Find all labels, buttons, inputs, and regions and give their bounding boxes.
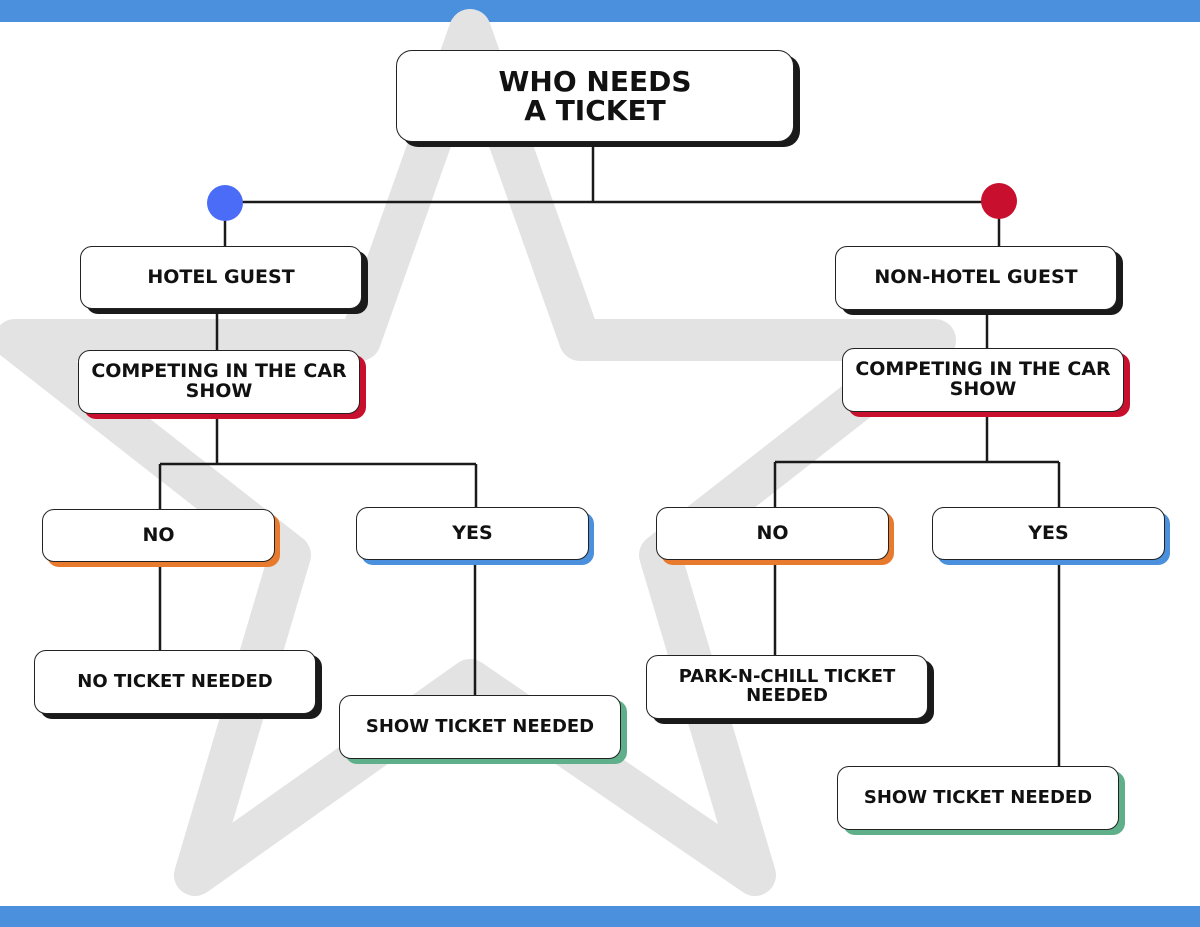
left-competing-node: COMPETING IN THE CAR SHOW: [78, 350, 360, 414]
star-outline: [0, 9, 956, 896]
right-yes-result-node: SHOW TICKET NEEDED: [837, 766, 1119, 830]
non-hotel-guest-node: NON-HOTEL GUEST: [835, 246, 1117, 310]
right-branch-dot: [981, 183, 1017, 219]
left-yes-node: YES: [356, 507, 589, 560]
right-no-result-node: PARK-N-CHILL TICKET NEEDED: [646, 655, 928, 719]
bottom-band: [0, 906, 1200, 927]
left-no-node: NO: [42, 509, 275, 562]
right-yes-node: YES: [932, 507, 1165, 560]
right-competing-node: COMPETING IN THE CAR SHOW: [842, 348, 1124, 412]
right-no-node: NO: [656, 507, 889, 560]
left-no-result-node: NO TICKET NEEDED: [34, 650, 316, 714]
left-branch-dot: [207, 185, 243, 221]
left-yes-result-node: SHOW TICKET NEEDED: [339, 695, 621, 759]
top-band: [0, 0, 1200, 22]
root-node: WHO NEEDS A TICKET: [396, 50, 794, 142]
hotel-guest-node: HOTEL GUEST: [80, 246, 362, 309]
